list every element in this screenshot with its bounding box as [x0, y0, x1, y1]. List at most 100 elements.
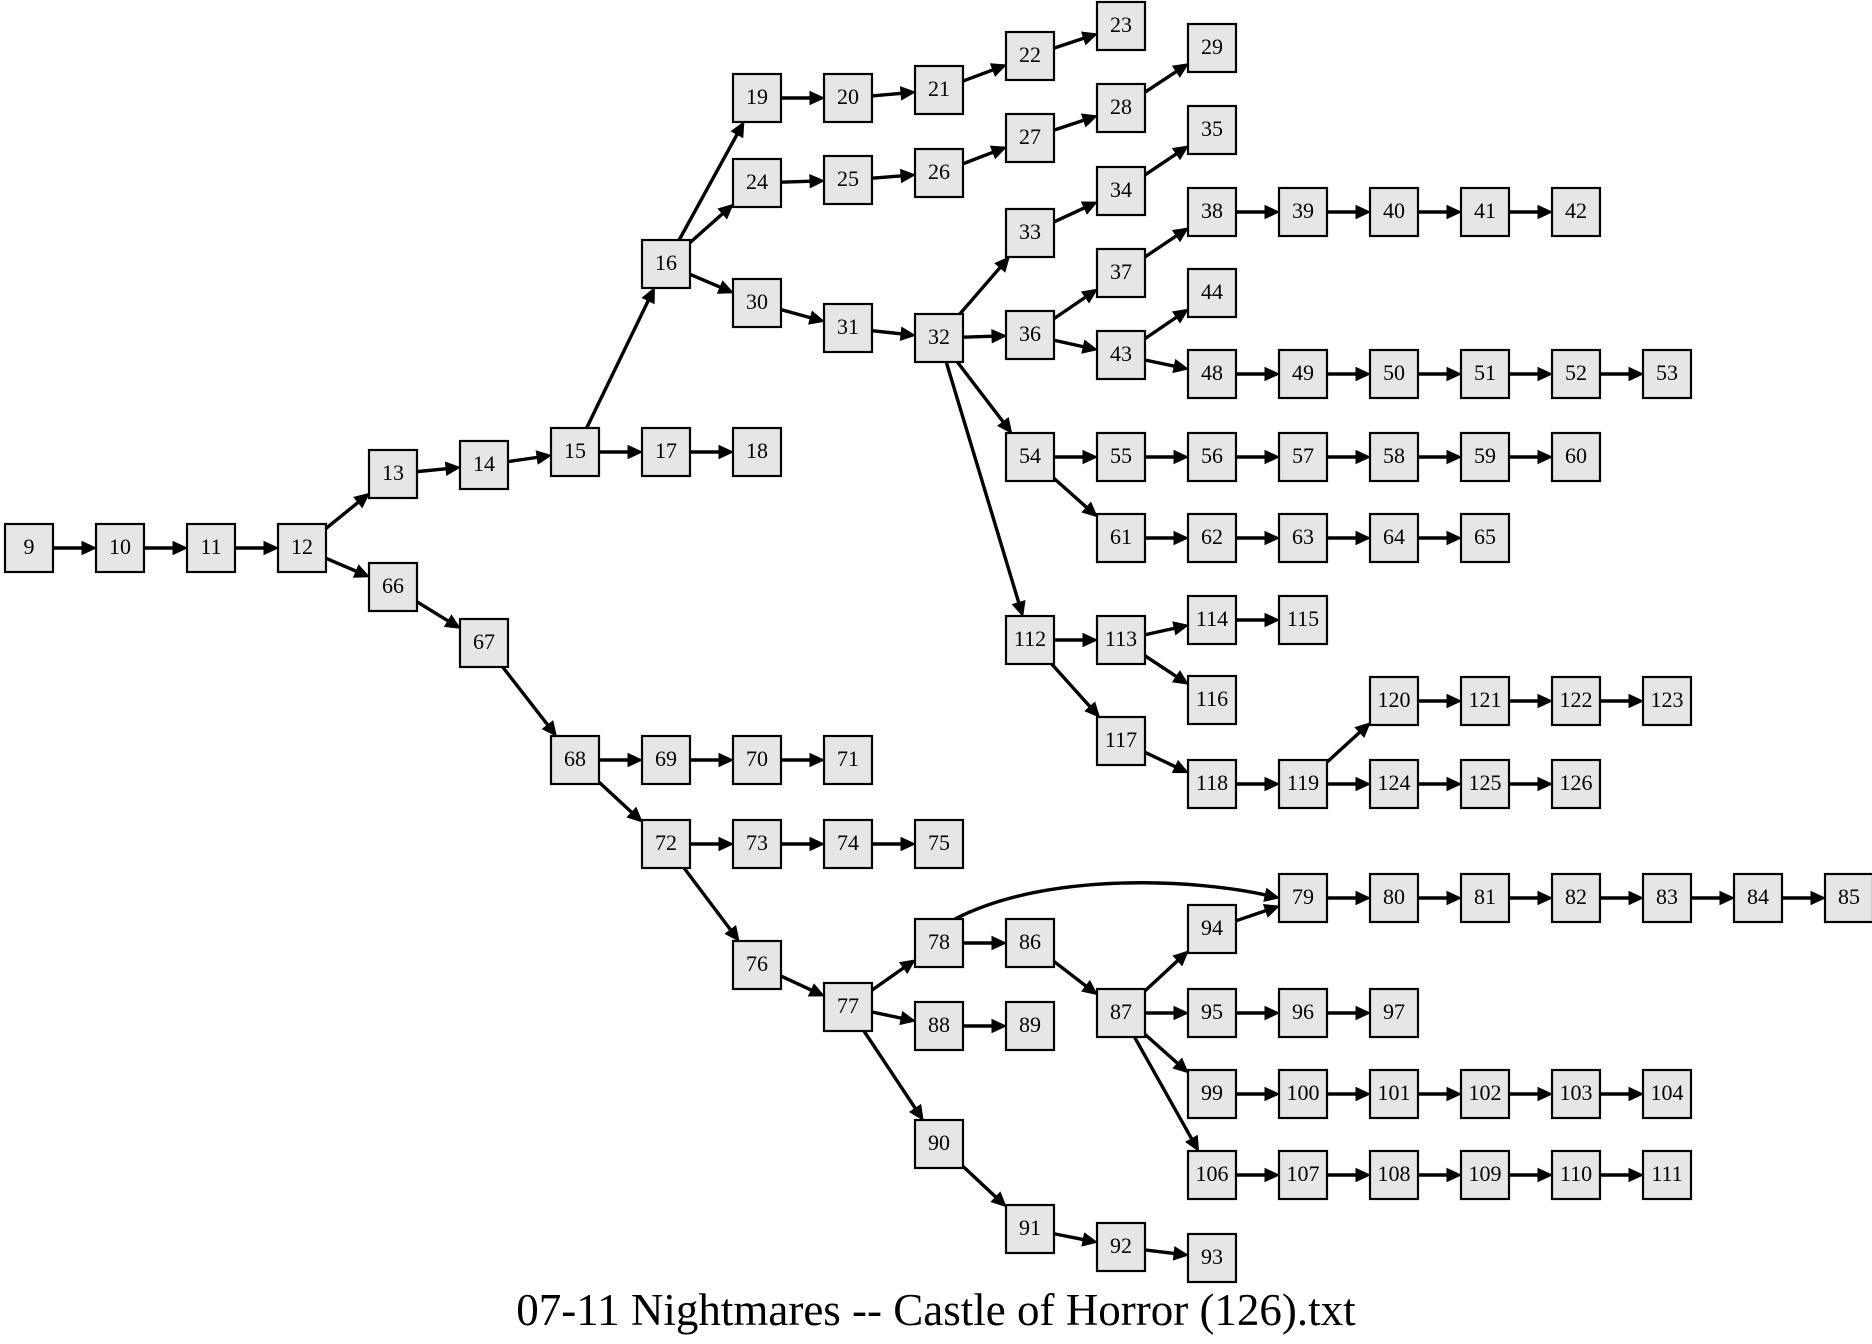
node-label: 94 — [1201, 915, 1223, 940]
node-120: 120 — [1368, 675, 1420, 727]
node-box — [1095, 715, 1147, 767]
node-box — [1186, 758, 1238, 810]
node-24: 24 — [731, 157, 783, 209]
node-label: 57 — [1292, 443, 1314, 468]
arrowhead — [1264, 530, 1281, 546]
arrowhead — [718, 444, 735, 460]
arrowhead — [641, 286, 655, 305]
node-box — [913, 64, 965, 116]
arrowhead — [716, 280, 735, 294]
node-29: 29 — [1186, 22, 1238, 74]
edge-119-124 — [1327, 776, 1372, 792]
node-26: 26 — [913, 147, 965, 199]
node-label: 92 — [1110, 1233, 1132, 1258]
edge-line — [871, 965, 907, 992]
node-label: 21 — [928, 76, 950, 101]
edge-line — [1144, 233, 1179, 259]
edge-41-42 — [1509, 204, 1554, 220]
node-123: 123 — [1641, 675, 1693, 727]
edge-70-71 — [781, 752, 826, 768]
node-63: 63 — [1277, 512, 1329, 564]
arrowhead — [1537, 204, 1554, 220]
arrowhead — [81, 540, 98, 556]
node-108: 108 — [1368, 1149, 1420, 1201]
edge-line — [1144, 750, 1178, 770]
edge-line — [962, 149, 996, 166]
edge-line — [1053, 1232, 1086, 1242]
node-125: 125 — [1459, 758, 1511, 810]
node-label: 56 — [1201, 443, 1223, 468]
arrowhead — [1355, 1167, 1372, 1183]
node-58: 58 — [1368, 431, 1420, 483]
node-box — [1186, 674, 1238, 726]
node-box — [1550, 431, 1602, 483]
node-38: 38 — [1186, 186, 1238, 238]
edge-line — [324, 499, 361, 530]
node-box — [1277, 1068, 1329, 1120]
node-49: 49 — [1277, 348, 1329, 400]
node-label: 31 — [837, 314, 859, 339]
node-62: 62 — [1186, 512, 1238, 564]
arrowhead — [717, 203, 734, 220]
edge-14-15 — [507, 450, 553, 465]
arrowhead — [1264, 776, 1281, 792]
edge-99-100 — [1236, 1086, 1281, 1102]
node-box — [731, 939, 783, 991]
node-label: 73 — [746, 830, 768, 855]
node-label: 59 — [1474, 443, 1496, 468]
node-label: 85 — [1838, 884, 1860, 909]
arrowhead — [1537, 449, 1554, 465]
node-box — [1004, 112, 1056, 164]
arrowhead — [1080, 201, 1099, 215]
node-box — [640, 818, 692, 870]
node-box — [1095, 431, 1147, 483]
node-box — [640, 238, 692, 290]
arrowhead — [991, 328, 1008, 344]
node-31: 31 — [822, 302, 874, 354]
node-box — [1459, 431, 1511, 483]
node-box — [1732, 872, 1784, 924]
arrowhead — [1355, 449, 1372, 465]
arrowhead — [1080, 31, 1099, 46]
node-33: 33 — [1004, 207, 1056, 259]
edge-40-41 — [1418, 204, 1463, 220]
arrowhead — [1264, 1167, 1281, 1183]
node-114: 114 — [1186, 594, 1238, 646]
edge-124-125 — [1418, 776, 1463, 792]
edge-31-32 — [871, 326, 917, 342]
node-111: 111 — [1641, 1149, 1693, 1201]
node-23: 23 — [1095, 0, 1147, 52]
node-72: 72 — [640, 818, 692, 870]
node-32: 32 — [913, 312, 965, 364]
edge-line — [1132, 1036, 1195, 1142]
edge-83-84 — [1691, 890, 1736, 906]
node-label: 39 — [1292, 198, 1314, 223]
edge-52-53 — [1600, 366, 1645, 382]
edge-line — [1144, 69, 1179, 94]
node-20: 20 — [822, 72, 874, 124]
node-label: 49 — [1292, 360, 1314, 385]
node-label: 93 — [1201, 1244, 1223, 1269]
edge-43-48 — [1144, 358, 1190, 374]
node-box — [1641, 348, 1693, 400]
node-box — [1186, 594, 1238, 646]
node-73: 73 — [731, 818, 783, 870]
node-box — [1095, 614, 1147, 666]
node-label: 111 — [1651, 1161, 1682, 1186]
edge-68-69 — [599, 752, 644, 768]
arrowhead — [718, 752, 735, 768]
edge-line — [1144, 1248, 1177, 1256]
edge-100-101 — [1327, 1086, 1372, 1102]
node-label: 9 — [24, 534, 35, 559]
node-box — [913, 147, 965, 199]
node-124: 124 — [1368, 758, 1420, 810]
arrowhead — [627, 752, 644, 768]
edge-line — [1053, 118, 1087, 132]
edge-77-90 — [862, 1030, 924, 1121]
edge-112-117 — [1050, 662, 1101, 718]
edge-line — [961, 1165, 999, 1200]
node-box — [549, 734, 601, 786]
node-55: 55 — [1095, 431, 1147, 483]
arrowhead — [172, 540, 189, 556]
edge-68-72 — [597, 780, 643, 823]
